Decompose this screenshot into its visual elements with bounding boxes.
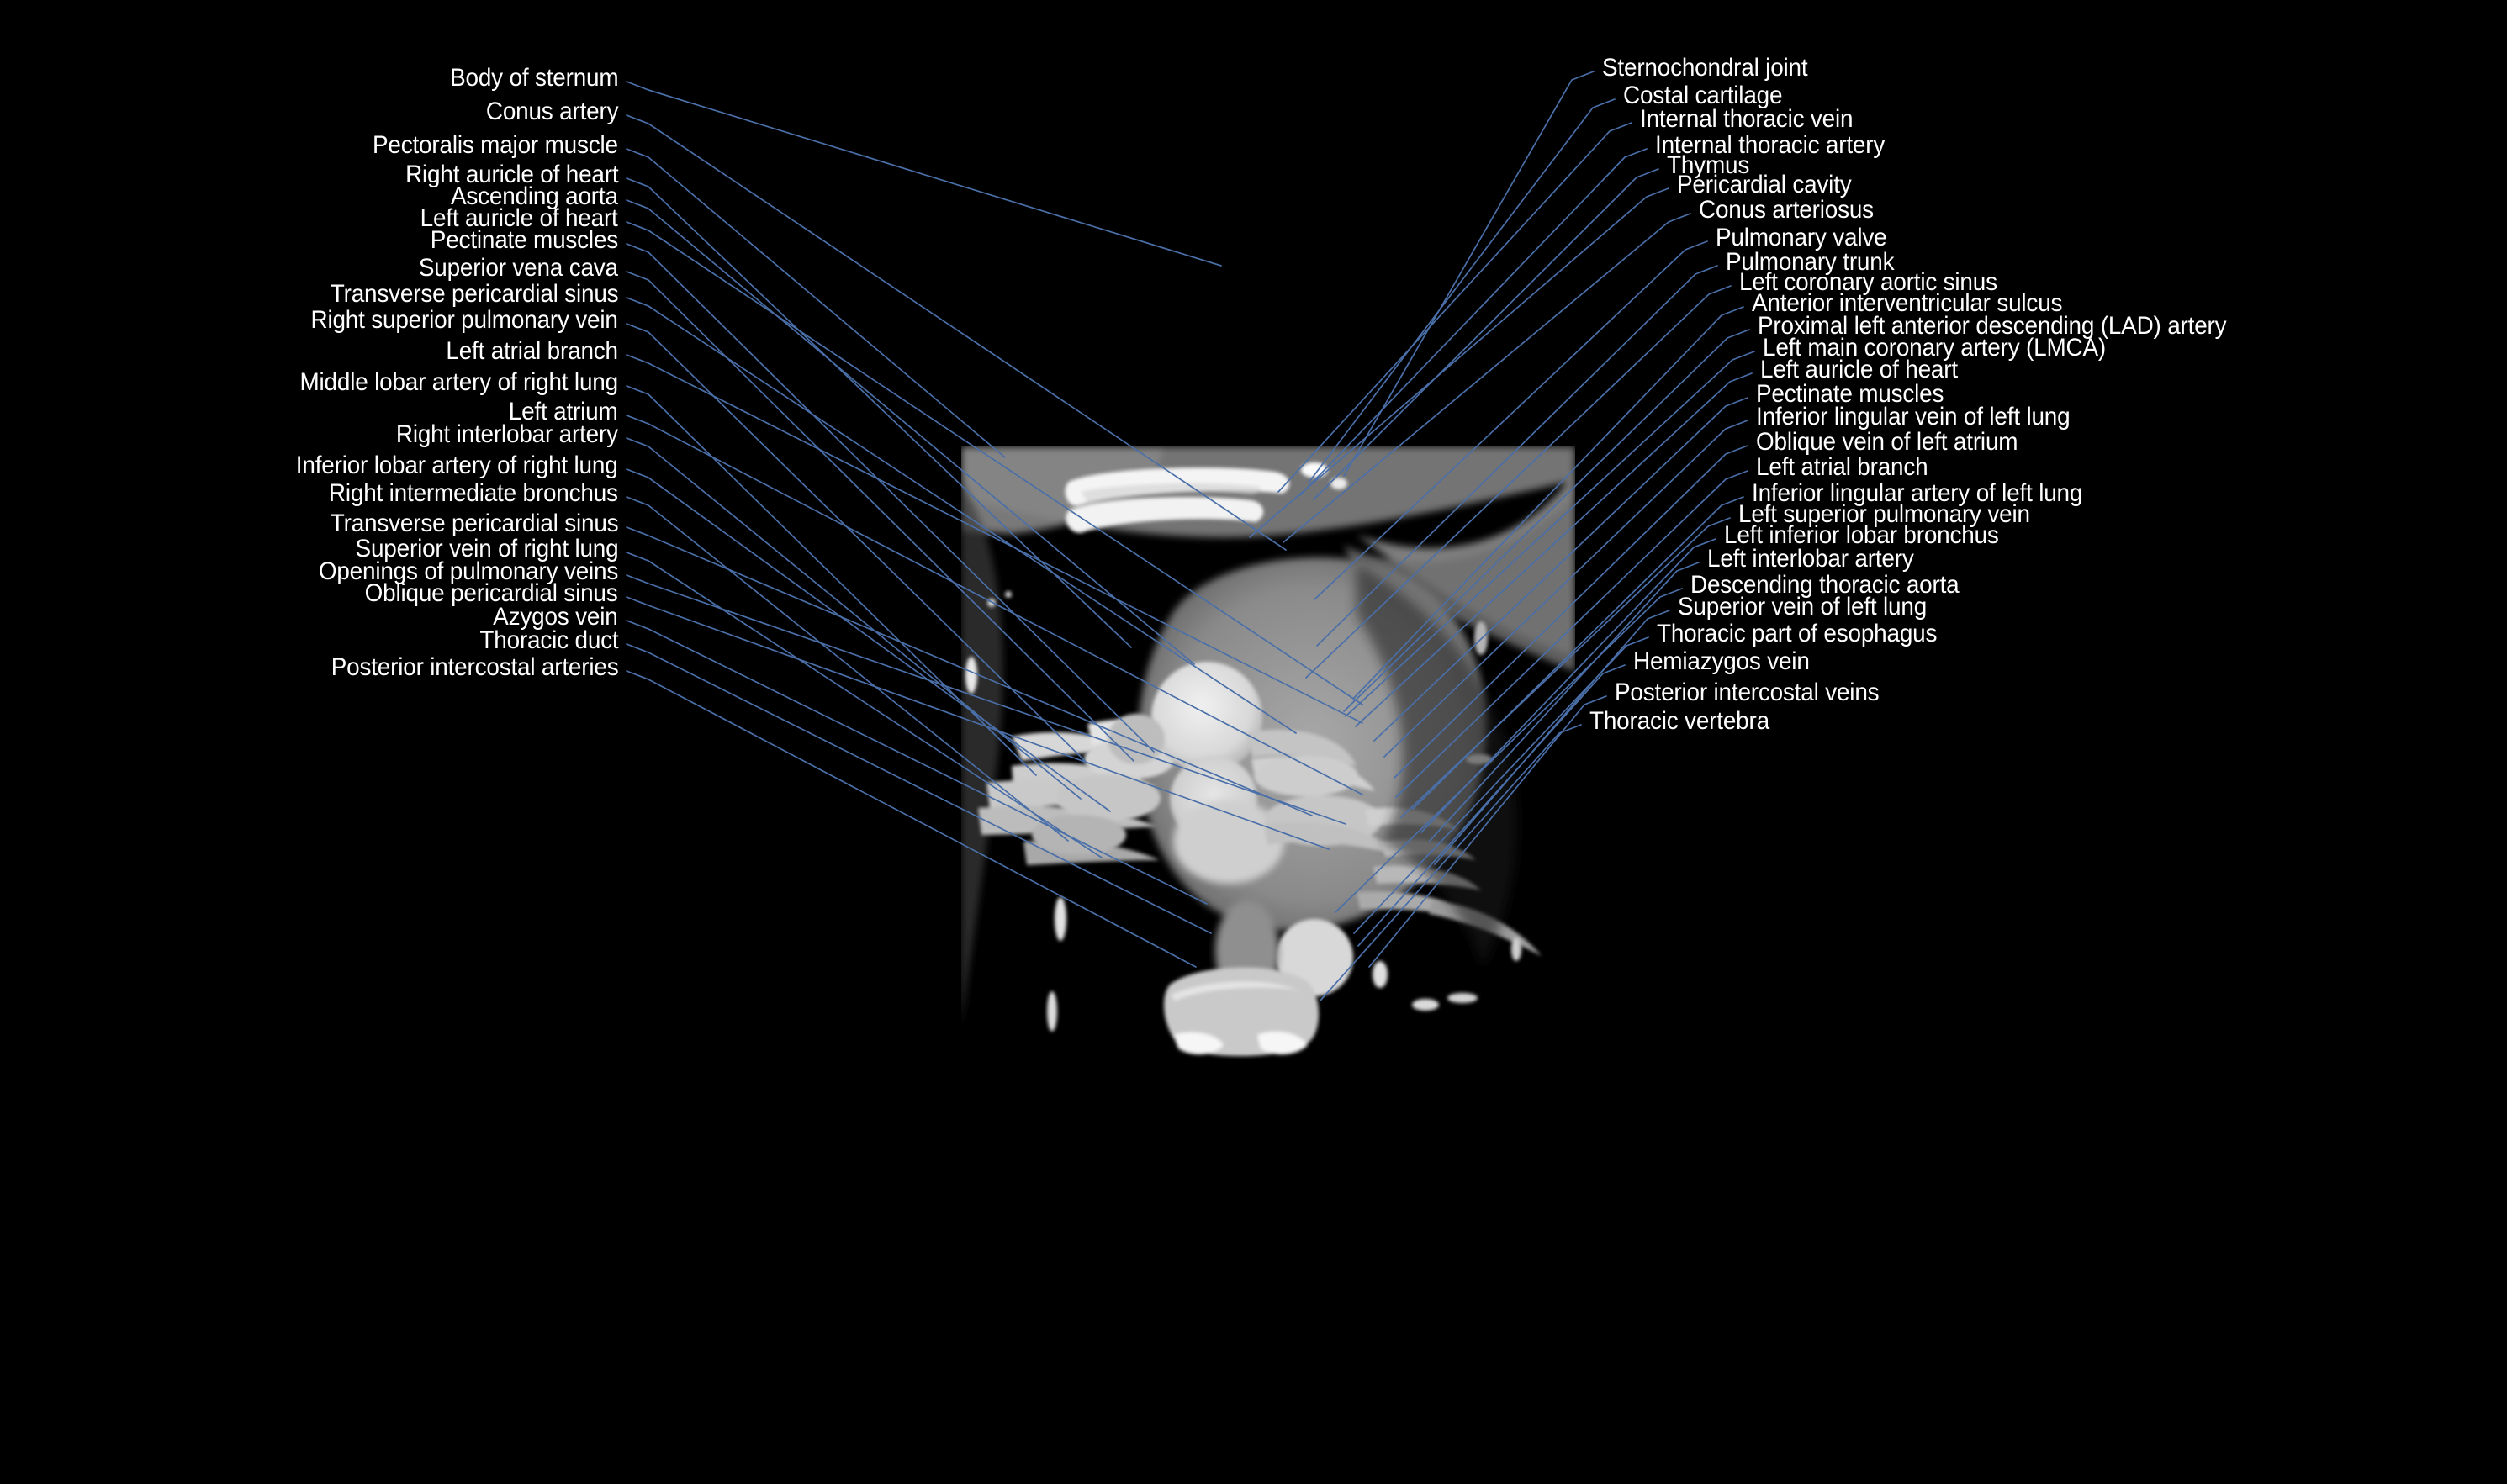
label-right-auricle-of-heart: Right auricle of heart <box>405 161 619 188</box>
label-pectoralis-major-muscle: Pectoralis major muscle <box>373 131 618 159</box>
label-internal-thoracic-vein: Internal thoracic vein <box>1640 105 1854 133</box>
label-proximal-left-anterior-descending-lad-artery: Proximal left anterior descending (LAD) … <box>1758 312 2227 340</box>
label-anterior-interventricular-sulcus: Anterior interventricular sulcus <box>1752 289 2063 317</box>
label-body-of-sternum: Body of sternum <box>449 64 619 92</box>
label-right-intermediate-bronchus: Right intermediate bronchus <box>329 479 618 507</box>
label-inferior-lingular-artery-of-left-lung: Inferior lingular artery of left lung <box>1752 479 2083 507</box>
label-pectinate-muscles: Pectinate muscles <box>430 226 618 254</box>
label-oblique-pericardial-sinus: Oblique pericardial sinus <box>365 579 618 607</box>
label-superior-vena-cava: Superior vena cava <box>418 254 618 282</box>
label-thoracic-duct: Thoracic duct <box>479 626 618 654</box>
label-left-interlobar-artery: Left interlobar artery <box>1707 545 1914 573</box>
label-ascending-aorta: Ascending aorta <box>451 182 618 210</box>
label-right-superior-pulmonary-vein: Right superior pulmonary vein <box>310 306 618 334</box>
label-posterior-intercostal-veins: Posterior intercostal veins <box>1615 679 1880 706</box>
label-superior-vein-of-left-lung: Superior vein of left lung <box>1678 593 1928 621</box>
label-pulmonary-valve: Pulmonary valve <box>1716 224 1887 251</box>
label-pectinate-muscles: Pectinate muscles <box>1756 380 1944 408</box>
label-middle-lobar-artery-of-right-lung: Middle lobar artery of right lung <box>299 368 619 396</box>
label-left-atrium: Left atrium <box>509 398 618 425</box>
label-left-superior-pulmonary-vein: Left superior pulmonary vein <box>1738 500 2030 528</box>
label-inferior-lingular-vein-of-left-lung: Inferior lingular vein of left lung <box>1756 403 2071 430</box>
label-pericardial-cavity: Pericardial cavity <box>1677 171 1852 198</box>
label-left-atrial-branch: Left atrial branch <box>446 337 619 365</box>
label-sternochondral-joint: Sternochondral joint <box>1602 54 1808 82</box>
label-left-auricle-of-heart: Left auricle of heart <box>1760 356 1958 383</box>
label-internal-thoracic-artery: Internal thoracic artery <box>1655 131 1886 159</box>
label-left-coronary-aortic-sinus: Left coronary aortic sinus <box>1739 268 1997 296</box>
label-posterior-intercostal-arteries: Posterior intercostal arteries <box>331 653 618 681</box>
label-pulmonary-trunk: Pulmonary trunk <box>1726 248 1895 276</box>
label-thoracic-vertebra: Thoracic vertebra <box>1589 707 1769 735</box>
label-conus-artery: Conus artery <box>485 98 619 125</box>
label-inferior-lobar-artery-of-right-lung: Inferior lobar artery of right lung <box>296 452 618 479</box>
label-left-auricle-of-heart: Left auricle of heart <box>420 204 618 232</box>
label-conus-arteriosus: Conus arteriosus <box>1699 196 1874 224</box>
label-transverse-pericardial-sinus: Transverse pericardial sinus <box>330 280 618 308</box>
label-left-inferior-lobar-bronchus: Left inferior lobar bronchus <box>1724 521 1999 549</box>
label-azygos-vein: Azygos vein <box>493 603 619 631</box>
label-transverse-pericardial-sinus: Transverse pericardial sinus <box>330 510 618 537</box>
label-oblique-vein-of-left-atrium: Oblique vein of left atrium <box>1756 428 2018 456</box>
label-openings-of-pulmonary-veins: Openings of pulmonary veins <box>318 557 619 585</box>
label-hemiazygos-vein: Hemiazygos vein <box>1633 647 1810 675</box>
label-thymus: Thymus <box>1667 151 1750 179</box>
label-superior-vein-of-right-lung: Superior vein of right lung <box>355 535 618 562</box>
label-costal-cartilage: Costal cartilage <box>1623 82 1783 109</box>
label-thoracic-part-of-esophagus: Thoracic part of esophagus <box>1657 620 1938 647</box>
label-left-main-coronary-artery-lmca: Left main coronary artery (LMCA) <box>1763 334 2107 362</box>
label-left-atrial-branch: Left atrial branch <box>1756 453 1928 481</box>
label-right-interlobar-artery: Right interlobar artery <box>396 420 618 448</box>
label-descending-thoracic-aorta: Descending thoracic aorta <box>1690 571 1960 599</box>
